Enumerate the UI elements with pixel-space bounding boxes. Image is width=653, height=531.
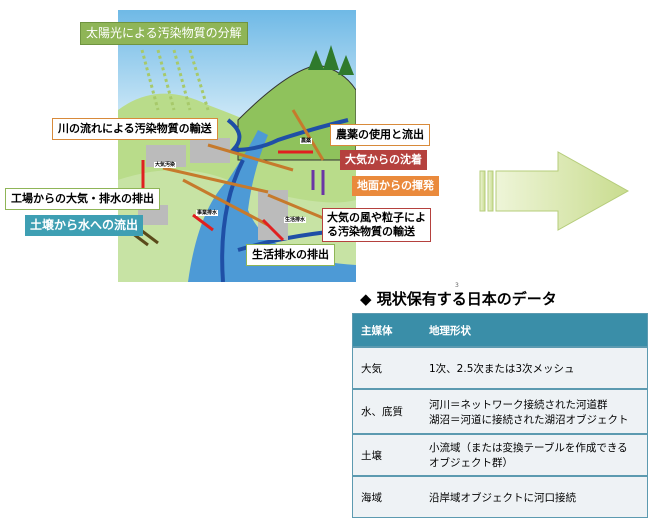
label-atmospheric-deposition: 大気からの沈着 [340, 150, 427, 170]
label-sunlight-decomposition: 太陽光による汚染物質の分解 [80, 22, 248, 45]
table-header-row: 主媒体地理形状 [352, 313, 648, 347]
cell-medium: 土壌 [352, 433, 421, 476]
tag-pesticide: 農薬 [300, 138, 313, 145]
environment-illustration: 農薬 大気汚染 事業排水 生活排水 [118, 10, 356, 282]
table-row: 海域沿岸域オブジェクトに河口接続 [352, 475, 648, 518]
label-factory-emission: 工場からの大気・排水の排出 [5, 188, 160, 210]
label-wind-transport: 大気の風や粒子によ る汚染物質の輸送 [322, 208, 431, 242]
cell-shape-line: 沿岸域オブジェクトに河口接続 [429, 491, 576, 504]
label-soil-runoff: 土壌から水への流出 [25, 215, 144, 236]
page-number: 3 [455, 282, 459, 289]
cell-shape-line: 湖沼＝河道に接続された湖沼オブジェクト [429, 413, 629, 426]
cell-shape-line: 1次、2.5次または3次メッシュ [429, 362, 575, 375]
table-row: 大気 1次、2.5次または3次メッシュ [352, 346, 648, 389]
cell-shape: 河川＝ネットワーク接続された河道群湖沼＝河道に接続された湖沼オブジェクト [421, 388, 648, 434]
tag-air-pollution: 大気汚染 [154, 162, 177, 169]
label-river-transport: 川の流れによる汚染物質の輸送 [52, 118, 218, 140]
tag-domestic-wastewater: 生活排水 [284, 217, 307, 224]
section-title: ◆ 現状保有する日本のデータ [360, 290, 557, 308]
label-volatilization: 地面からの揮発 [352, 176, 439, 196]
label-pesticide-runoff: 農薬の使用と流出 [330, 124, 430, 146]
cell-medium: 海域 [352, 475, 421, 518]
cell-medium: 大気 [352, 346, 421, 389]
tag-industrial-wastewater: 事業排水 [196, 210, 219, 217]
header-medium: 主媒体 [352, 313, 421, 347]
cell-shape-line: オブジェクト群） [429, 457, 513, 469]
cell-shape: 小流域（または変換テーブルを作成できるオブジェクト群） [421, 433, 648, 476]
label-wind-line1: 大気の風や粒子によ [327, 211, 426, 224]
label-domestic-wastewater: 生活排水の排出 [246, 244, 335, 266]
cell-medium: 水、底質 [352, 388, 421, 434]
label-wind-line2: る汚染物質の輸送 [327, 224, 415, 238]
cell-shape: 沿岸域オブジェクトに河口接続 [421, 475, 648, 518]
right-arrow-icon [479, 151, 630, 231]
header-geography: 地理形状 [421, 313, 648, 347]
cell-shape-line: 河川＝ネットワーク接続された河道群 [429, 398, 608, 411]
cell-shape-line: 小流域（または変換テーブルを作成できる [429, 442, 628, 454]
data-table: 主媒体地理形状 大気 1次、2.5次または3次メッシュ 水、底質河川＝ネットワーク… [352, 313, 648, 518]
landscape-illustration [118, 45, 356, 282]
cell-shape: 1次、2.5次または3次メッシュ [421, 346, 648, 389]
table-row: 土壌小流域（または変換テーブルを作成できるオブジェクト群） [352, 433, 648, 476]
table-row: 水、底質河川＝ネットワーク接続された河道群湖沼＝河道に接続された湖沼オブジェクト [352, 388, 648, 434]
